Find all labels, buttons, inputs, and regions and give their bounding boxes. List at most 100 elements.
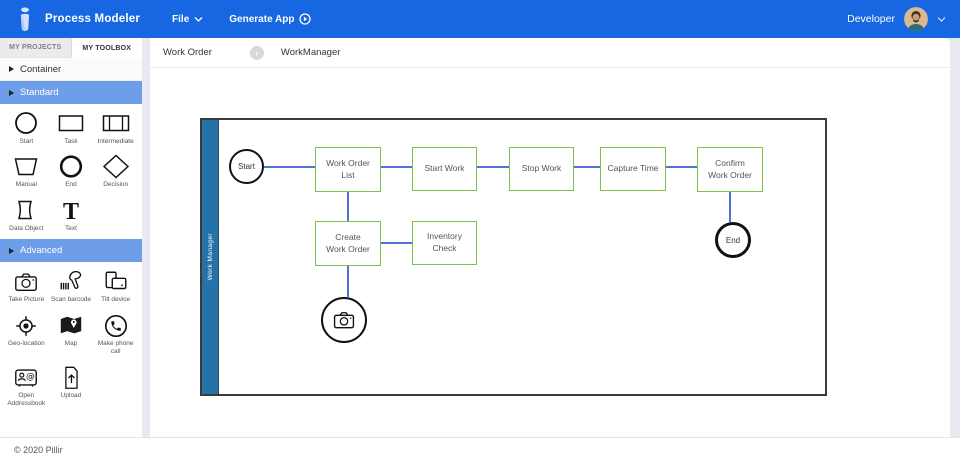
toolbox-shape-decision[interactable]: Decision	[93, 154, 138, 189]
node-label: Inventory Check	[427, 231, 462, 253]
breadcrumb-chevron-icon: ›	[249, 45, 264, 60]
node-label: Start	[238, 162, 255, 171]
triangle-right-icon	[9, 66, 14, 72]
advanced-shapes-grid: Take Picture Scan barcode Tilt device	[0, 262, 142, 414]
shape-label: Open Addressbook	[7, 391, 46, 408]
connector-capture-time-to-confirm	[666, 166, 697, 168]
phone-call-icon	[104, 314, 127, 337]
upload-icon	[65, 366, 78, 389]
avatar[interactable]	[904, 7, 928, 31]
section-standard-label: Standard	[20, 87, 59, 98]
toolbox-shape-task[interactable]: Task	[49, 111, 94, 146]
node-take-picture[interactable]	[321, 297, 367, 343]
top-bar: Process Modeler File Generate App Develo…	[0, 0, 960, 38]
app-title: Process Modeler	[45, 13, 141, 25]
toolbox-shape-data-object[interactable]: Data Object	[4, 198, 49, 233]
task-shape-icon	[58, 115, 84, 132]
start-shape-icon	[15, 112, 38, 134]
toolbox-map[interactable]: Map	[49, 313, 94, 357]
copyright-text: © 2020 Pillir	[14, 445, 63, 455]
node-start-work[interactable]: Start Work	[412, 147, 477, 191]
shape-label: Make phone call	[97, 339, 134, 356]
tab-my-projects[interactable]: MY PROJECTS	[0, 38, 72, 58]
swimlane-work-manager[interactable]: Work Manager	[202, 120, 219, 394]
decision-shape-icon	[102, 154, 129, 179]
node-label: Work Order List	[326, 157, 370, 180]
chevron-down-icon	[194, 16, 203, 22]
section-standard[interactable]: Standard	[0, 81, 142, 104]
tab-my-projects-label: MY PROJECTS	[9, 44, 62, 51]
standard-shapes-grid: Start Task Intermediate M	[0, 104, 142, 239]
breadcrumb: Work Order › WorkManager	[150, 38, 950, 68]
toolbox-scan-barcode[interactable]: Scan barcode	[49, 269, 94, 304]
svg-text:T: T	[63, 199, 79, 224]
node-create-work-order[interactable]: Create Work Order	[315, 221, 381, 266]
node-work-order-list[interactable]: Work Order List	[315, 147, 381, 192]
shape-label: Text	[65, 224, 77, 232]
user-name: Developer	[847, 13, 895, 25]
section-container[interactable]: Container	[0, 58, 142, 81]
connector-create-to-camera	[347, 266, 349, 297]
shape-label: Tilt device	[101, 296, 131, 304]
manual-shape-icon	[14, 158, 38, 176]
toolbox-take-picture[interactable]: Take Picture	[4, 269, 49, 304]
sidebar-tabs: MY PROJECTS MY TOOLBOX	[0, 38, 142, 58]
shape-label: Geo-location	[7, 339, 45, 347]
toolbox-open-addressbook[interactable]: @ Open Addressbook	[4, 365, 49, 409]
map-icon	[60, 316, 82, 334]
footer: © 2020 Pillir	[0, 437, 960, 462]
connector-stop-work-to-capture-time	[574, 166, 600, 168]
generate-app-label: Generate App	[229, 13, 295, 25]
text-shape-icon: T	[63, 199, 79, 224]
avatar-photo	[904, 7, 928, 31]
diagram-canvas[interactable]: Work Manager Start End Work Order List	[200, 118, 827, 396]
node-inventory-check[interactable]: Inventory Check	[412, 221, 477, 265]
barcode-scanner-icon	[60, 271, 82, 290]
node-label: Capture Time	[607, 163, 659, 174]
pillir-logo-icon	[20, 7, 30, 31]
section-advanced[interactable]: Advanced	[0, 239, 142, 263]
node-label: Confirm Work Order	[708, 157, 752, 180]
shape-label: Start	[19, 138, 34, 145]
user-menu[interactable]: Developer	[847, 7, 946, 31]
breadcrumb-workmanager[interactable]: WorkManager	[280, 47, 341, 58]
node-label: Create Work Order	[326, 231, 370, 254]
toolbox-geo-location[interactable]: Geo-location	[4, 313, 49, 357]
toolbox-shape-end[interactable]: End	[49, 154, 94, 189]
tab-my-toolbox-label: MY TOOLBOX	[82, 44, 132, 52]
node-stop-work[interactable]: Stop Work	[509, 147, 574, 191]
swimlane-label: Work Manager	[206, 233, 214, 281]
connector-work-order-list-to-start-work	[381, 166, 412, 168]
end-shape-icon	[59, 155, 83, 179]
file-menu[interactable]: File	[172, 14, 203, 25]
section-container-label: Container	[20, 63, 62, 75]
node-label: End	[725, 235, 741, 245]
toolbox-sidebar: MY PROJECTS MY TOOLBOX Container Standar…	[0, 38, 142, 437]
triangle-right-icon	[9, 247, 14, 254]
addressbook-icon: @	[15, 369, 38, 387]
toolbox-shape-start[interactable]: Start	[4, 111, 49, 146]
shape-label: Task	[64, 138, 78, 145]
connector-work-order-list-to-create	[347, 192, 349, 221]
triangle-right-icon	[9, 89, 14, 96]
tab-my-toolbox[interactable]: MY TOOLBOX	[71, 38, 142, 58]
tilt-device-icon	[105, 271, 127, 290]
breadcrumb-work-order[interactable]: Work Order	[163, 47, 212, 58]
node-end-event[interactable]: End	[715, 222, 751, 258]
node-start-event[interactable]: Start	[229, 149, 264, 184]
toolbox-tilt-device[interactable]: Tilt device	[93, 269, 138, 304]
toolbox-shape-intermediate[interactable]: Intermediate	[93, 111, 138, 146]
toolbox-upload[interactable]: Upload	[49, 365, 94, 409]
camera-icon	[15, 273, 38, 292]
shape-label: Data Object	[9, 224, 44, 232]
toolbox-make-phone-call[interactable]: Make phone call	[93, 313, 138, 357]
section-advanced-label: Advanced	[20, 245, 63, 257]
generate-app-button[interactable]: Generate App	[229, 13, 312, 25]
shape-label: Scan barcode	[50, 296, 92, 304]
toolbox-shape-manual[interactable]: Manual	[4, 154, 49, 189]
svg-text:@: @	[26, 372, 35, 382]
connector-start-to-work-order-list	[264, 166, 315, 168]
node-capture-time[interactable]: Capture Time	[600, 147, 666, 191]
toolbox-shape-text[interactable]: T Text	[49, 198, 94, 233]
node-confirm-work-order[interactable]: Confirm Work Order	[697, 147, 763, 192]
